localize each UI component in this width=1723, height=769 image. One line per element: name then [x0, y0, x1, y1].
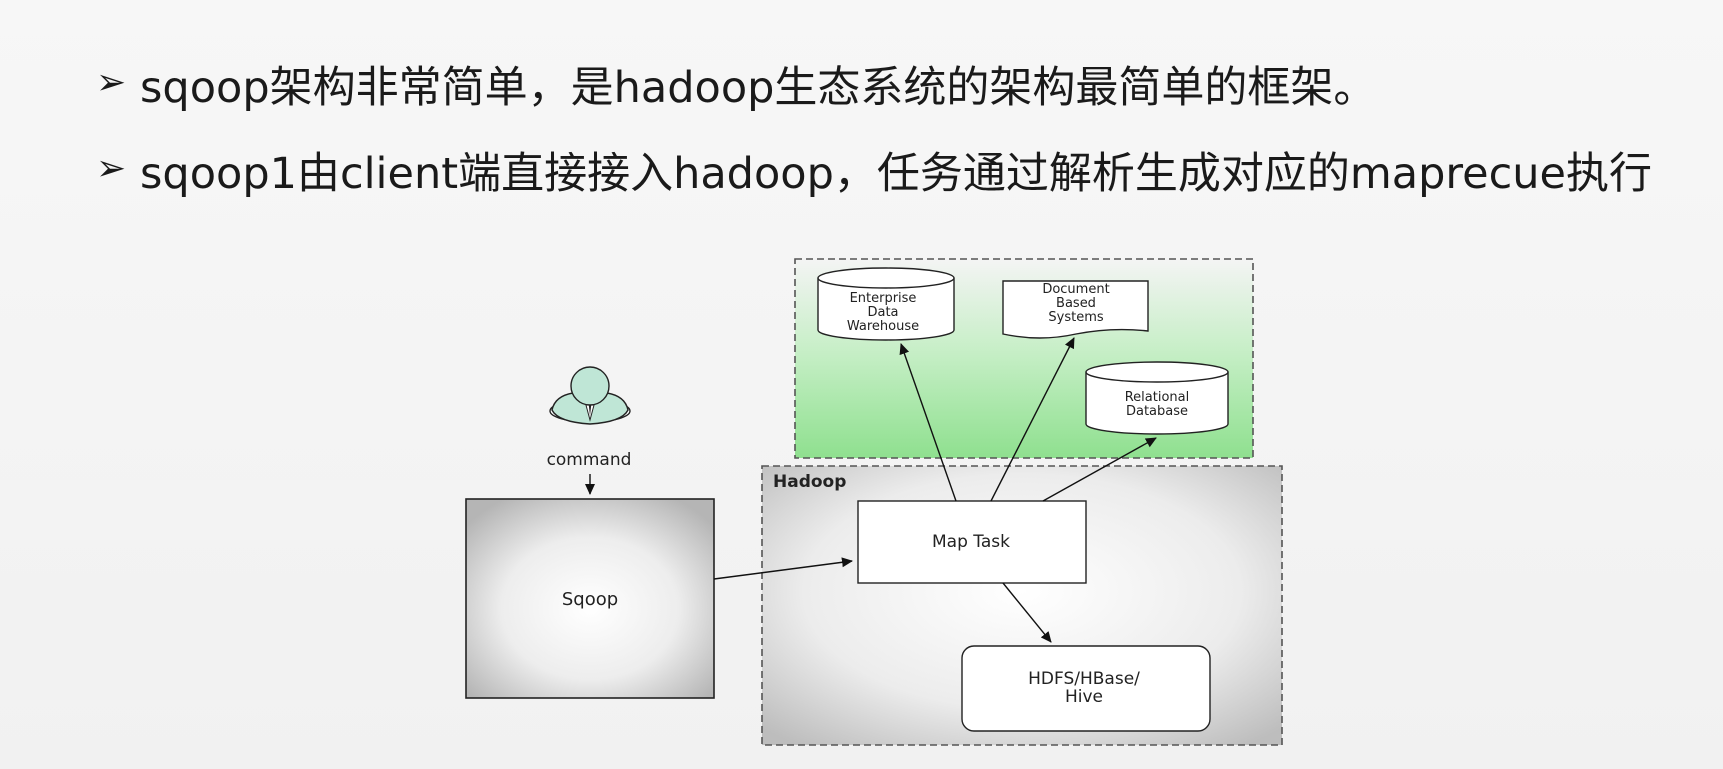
map-task-box — [857, 500, 1087, 584]
user-icon — [549, 366, 631, 425]
bullet-item-1: ➢ sqoop架构非常简单，是hadoop生态系统的架构最简单的框架。 — [96, 52, 1706, 116]
arrowhead-bullet-icon: ➢ — [96, 61, 127, 103]
maptask-to-hdfs-arrow — [1002, 582, 1052, 643]
relational-database-cylinder: Relational Database — [1085, 361, 1229, 435]
hdfs-label-line-1: HDFS/HBase/ — [1028, 669, 1140, 689]
hdfs-hbase-hive-box — [961, 645, 1211, 732]
doc-label-line-1: Document — [1042, 282, 1109, 297]
arrowhead-bullet-icon: ➢ — [96, 147, 127, 189]
doc-label-line-2: Based — [1056, 296, 1096, 311]
enterprise-data-warehouse-cylinder: Enterprise Data Warehouse — [817, 267, 955, 341]
edw-label-line-1: Enterprise — [850, 291, 917, 306]
rdb-label-line-2: Database — [1126, 404, 1188, 419]
edw-label-line-3: Warehouse — [847, 319, 919, 334]
doc-label-line-3: Systems — [1048, 310, 1103, 325]
bullet-text-1: sqoop架构非常简单，是hadoop生态系统的架构最简单的框架。 — [140, 63, 1377, 113]
bullet-list: ➢ sqoop架构非常简单，是hadoop生态系统的架构最简单的框架。 ➢ sq… — [96, 52, 1706, 224]
bullet-item-2: ➢ sqoop1由client端直接接入hadoop，任务通过解析生成对应的ma… — [96, 138, 1706, 202]
sqoop-label: Sqoop — [562, 589, 618, 610]
document-based-systems-shape: Document Based Systems — [1002, 280, 1149, 339]
maptask-to-doc-arrow — [990, 337, 1075, 502]
sqoop-box — [465, 498, 715, 699]
edw-label-line-2: Data — [867, 305, 898, 320]
command-label: command — [547, 450, 632, 470]
hadoop-title: Hadoop — [773, 472, 846, 492]
maptask-to-rdb-arrow — [1042, 437, 1157, 502]
sqoop-to-maptask-arrow — [713, 557, 853, 580]
bullet-text-2: sqoop1由client端直接接入hadoop，任务通过解析生成对应的mapr… — [140, 149, 1652, 199]
hdfs-label-line-2: Hive — [1065, 687, 1103, 707]
rdb-label-line-1: Relational — [1125, 390, 1190, 405]
map-task-label: Map Task — [932, 532, 1010, 552]
maptask-to-edw-arrow — [899, 343, 957, 502]
